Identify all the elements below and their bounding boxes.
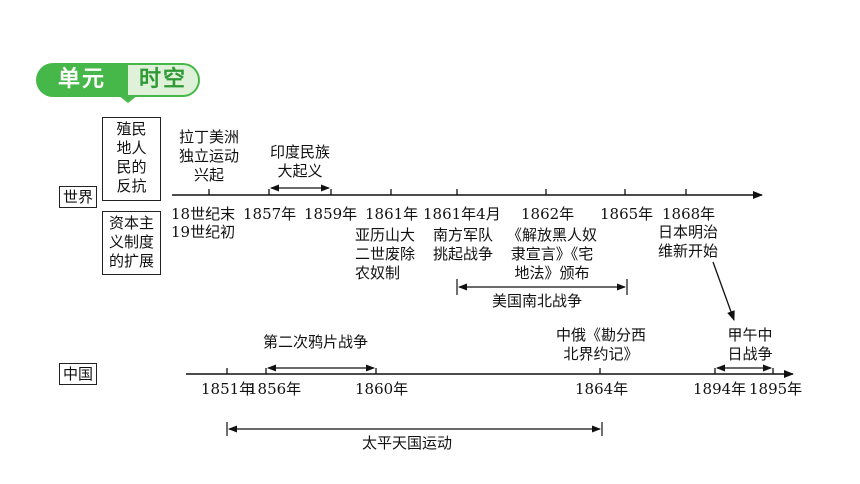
china-date: 1860年 — [355, 380, 409, 398]
event-line: 挑起战争 — [433, 245, 494, 263]
opium-war-event: 第二次鸦片战争 — [263, 333, 369, 351]
box-line: 地人 — [116, 139, 147, 157]
world-date: 1868年 — [662, 205, 716, 223]
box-line: 殖民 — [116, 120, 147, 138]
badge-tail — [118, 95, 138, 103]
china-date: 1895年 — [749, 380, 803, 398]
china-date: 1864年 — [575, 380, 629, 398]
event-line: 亚历山大 — [355, 226, 416, 244]
event-line: 日本明治 — [658, 223, 719, 241]
south-war-event: 南方军队 挑起战争 — [433, 226, 493, 264]
event-line: 大起义 — [277, 162, 323, 180]
event-line: 地法》颁布 — [514, 264, 590, 282]
world-date: 1857年 — [243, 205, 297, 223]
china-ticks — [226, 368, 774, 374]
alexander-serfdom-event: 亚历山大 二世废除 农奴制 — [355, 226, 415, 283]
event-line: 甲午中 — [727, 326, 773, 344]
badge-unit-label: 单元 — [36, 63, 128, 97]
world-date: 1861年 — [365, 205, 419, 223]
emancipation-event: 《解放黑人奴 隶宣言》《宅 地法》颁布 — [498, 226, 606, 283]
box-line: 民的 — [116, 158, 147, 176]
box-line: 的扩展 — [108, 252, 154, 270]
event-line: 兴起 — [193, 166, 224, 184]
world-date: 1861年4月 — [423, 205, 501, 223]
world-label: 世界 — [59, 186, 97, 208]
event-line: 拉丁美洲 — [178, 128, 239, 146]
event-line: 维新开始 — [658, 242, 719, 260]
world-date: 1865年 — [600, 205, 654, 223]
world-date: 1862年 — [521, 205, 575, 223]
world-date: 1859年 — [304, 205, 358, 223]
event-line: 《解放黑人奴 — [506, 226, 597, 244]
event-line: 农奴制 — [355, 264, 401, 282]
event-line: 南方军队 — [433, 226, 494, 244]
badge-timespace-label: 时空 — [128, 63, 200, 97]
section-badge: 单元 时空 — [36, 63, 202, 103]
world-date: 18世纪末 — [171, 205, 236, 223]
civil-war-label: 美国南北战争 — [492, 292, 583, 310]
latin-america-event: 拉丁美洲 独立运动 兴起 — [170, 128, 248, 185]
sino-russia-treaty-event: 中俄《勘分西 北界约记》 — [546, 326, 656, 364]
event-line: 日战争 — [727, 345, 773, 363]
event-line: 印度民族 — [269, 143, 330, 161]
india-uprising-event: 印度民族 大起义 — [260, 143, 340, 181]
china-date: 1894年 — [693, 380, 747, 398]
event-line: 北界约记》 — [563, 345, 639, 363]
event-line: 中俄《勘分西 — [555, 326, 646, 344]
meiji-restoration-event: 日本明治 维新开始 — [658, 223, 718, 261]
event-line: 独立运动 — [178, 147, 239, 165]
taiping-label: 太平天国运动 — [362, 434, 453, 452]
world-date: 19世纪初 — [171, 223, 236, 241]
box-line: 义制度 — [108, 233, 154, 251]
china-date: 1856年 — [248, 380, 302, 398]
sino-japanese-war-event: 甲午中 日战争 — [718, 326, 782, 364]
world-ticks — [208, 189, 687, 195]
event-line: 二世废除 — [355, 245, 416, 263]
meiji-to-war-arrow — [712, 261, 735, 321]
capitalism-expansion-box: 资本主 义制度 的扩展 — [102, 211, 161, 275]
china-label: 中国 — [59, 363, 97, 385]
box-line: 反抗 — [116, 177, 147, 195]
colonial-resistance-box: 殖民 地人 民的 反抗 — [102, 117, 161, 201]
box-line: 资本主 — [108, 214, 154, 232]
china-date: 1851年 — [201, 380, 255, 398]
event-line: 隶宣言》《宅 — [510, 245, 594, 263]
